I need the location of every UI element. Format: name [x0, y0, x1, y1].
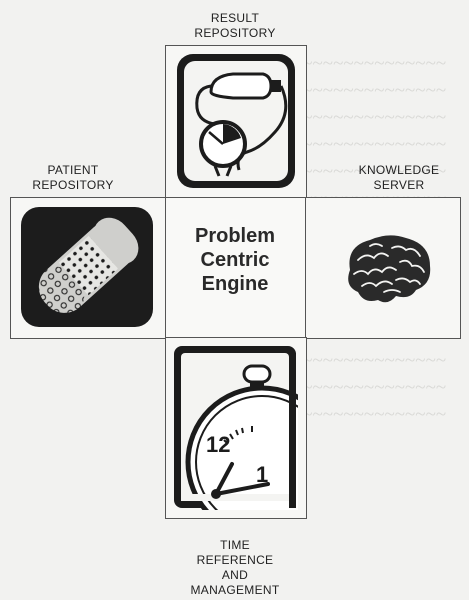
result-repository-label: RESULT REPOSITORY [180, 11, 290, 41]
center-title: Problem Centric Engine [170, 224, 300, 296]
bandage-icon [21, 207, 153, 327]
knowledge-label-line-2: SERVER [373, 178, 425, 192]
svg-text:12: 12 [206, 432, 230, 457]
knowledge-server-label: KNOWLEDGE SERVER [340, 163, 458, 193]
center-box [165, 197, 307, 339]
patient-label-line-1: PATIENT [47, 163, 99, 177]
svg-text:1: 1 [256, 462, 268, 487]
result-label-line-2: REPOSITORY [194, 26, 276, 40]
time-label-line-2: REFERENCE [196, 553, 274, 567]
stopwatch-icon: 12 1 [174, 346, 298, 510]
brain-icon [348, 235, 431, 303]
time-label-line-1: TIME [220, 538, 250, 552]
blood-pressure-gauge-icon [177, 54, 295, 188]
result-label-line-1: RESULT [210, 11, 260, 25]
center-line-2: Centric [200, 249, 270, 271]
center-line-3: Engine [201, 273, 269, 295]
time-label-line-3: AND [221, 568, 249, 582]
knowledge-label-line-1: KNOWLEDGE [358, 163, 440, 177]
time-reference-label: TIME REFERENCE AND MANAGEMENT [170, 538, 300, 598]
time-label-line-4: MANAGEMENT [190, 583, 280, 597]
center-line-1: Problem [194, 225, 276, 247]
patient-repository-label: PATIENT REPOSITORY [18, 163, 128, 193]
patient-label-line-2: REPOSITORY [32, 178, 114, 192]
